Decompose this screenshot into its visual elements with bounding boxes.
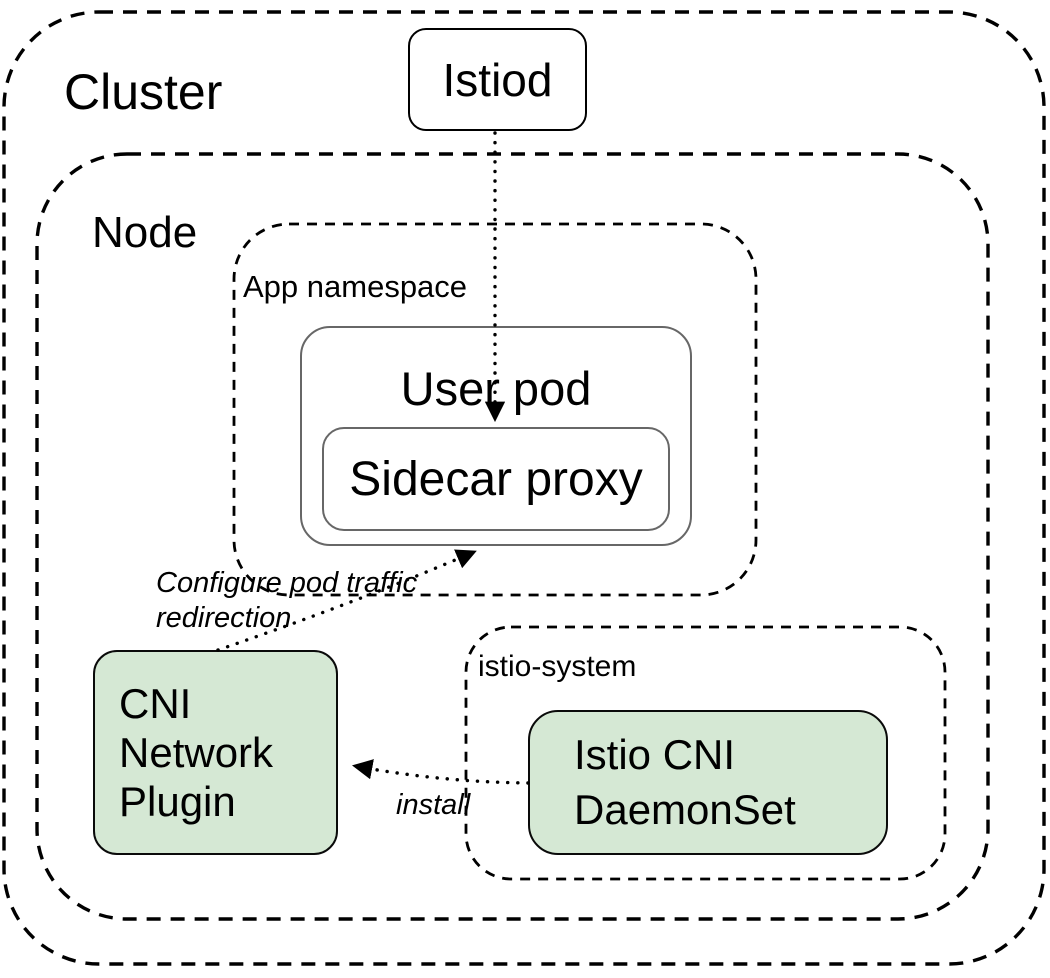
cni-network-plugin-box: CNI Network Plugin xyxy=(93,650,338,855)
istiod-label: Istiod xyxy=(442,53,553,106)
configure-pod-traffic-redirection-label: Configure pod traffic redirection xyxy=(156,567,418,634)
node-label: Node xyxy=(92,208,198,257)
cni-network-plugin-label: CNI Network Plugin xyxy=(119,679,274,826)
sidecar-proxy-box: Sidecar proxy xyxy=(322,427,670,531)
istio-cni-daemonset-box: Istio CNI DaemonSet xyxy=(528,710,888,855)
install-label: install xyxy=(396,789,471,821)
user-pod-label: User pod xyxy=(400,362,592,415)
istio-system-label: istio-system xyxy=(478,650,637,683)
istiod-box: Istiod xyxy=(408,28,587,131)
cluster-label: Cluster xyxy=(64,64,223,120)
app-namespace-label: App namespace xyxy=(243,269,468,304)
sidecar-proxy-label: Sidecar proxy xyxy=(349,452,643,506)
daemonset-to-cni-arrow xyxy=(351,759,530,785)
istio-cni-daemonset-label: Istio CNI DaemonSet xyxy=(574,730,796,833)
